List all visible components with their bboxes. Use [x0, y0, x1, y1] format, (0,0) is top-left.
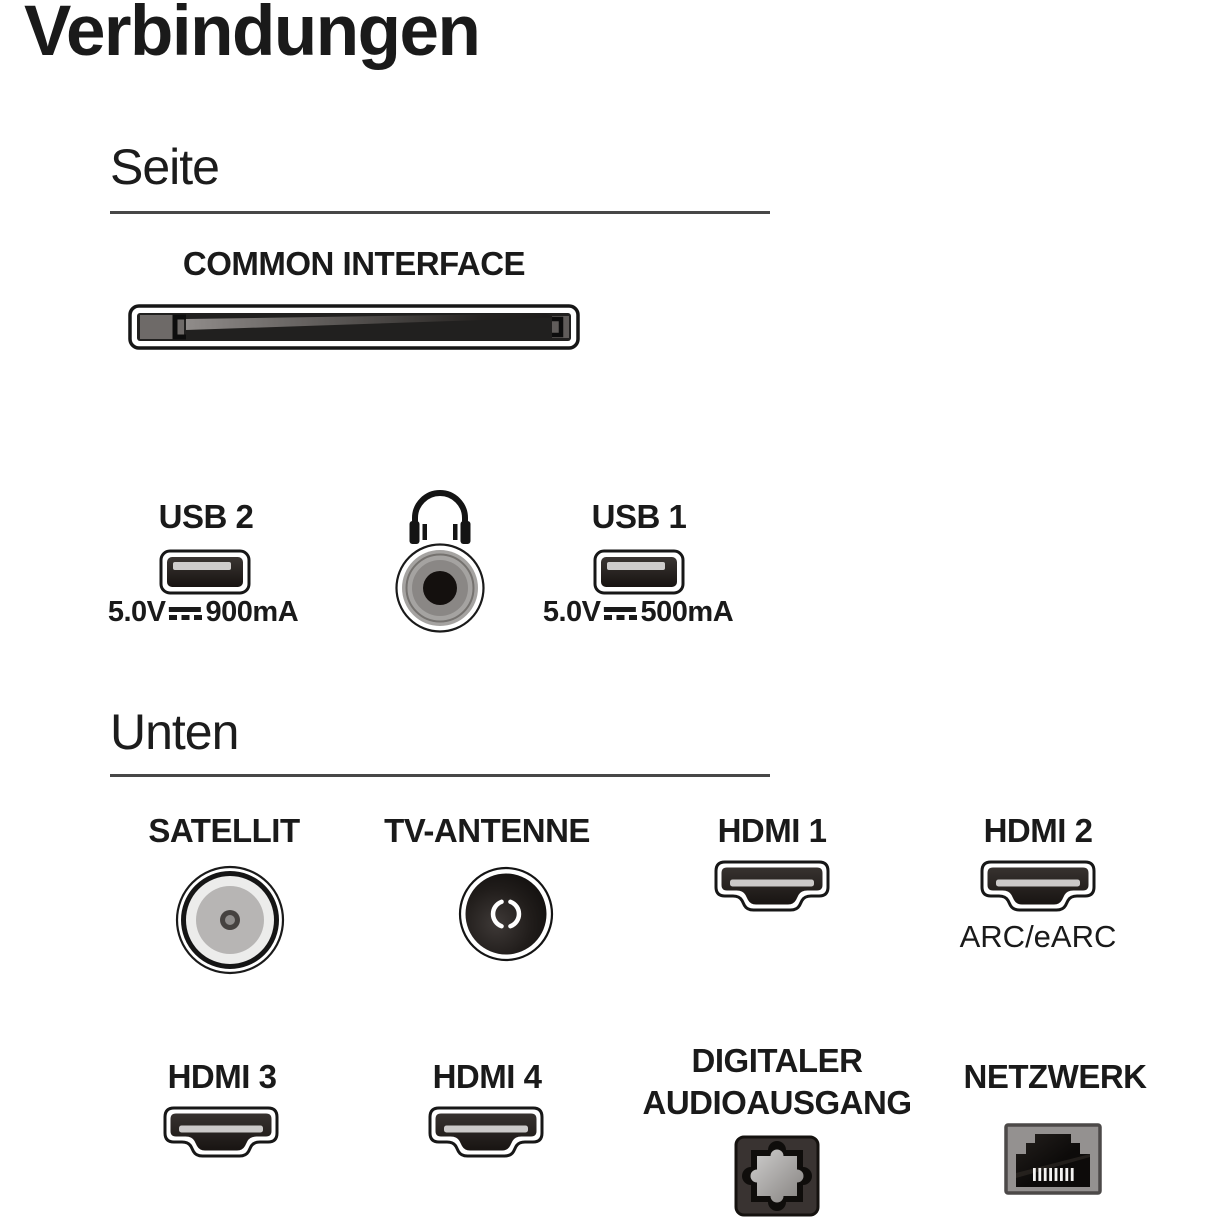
headphones-icon — [408, 488, 472, 546]
common-interface-label: COMMON INTERFACE — [182, 245, 526, 282]
usb2-label: USB 2 — [158, 498, 254, 535]
usb1-current: 500mA — [640, 596, 734, 628]
satellit-label: SATELLIT — [148, 812, 300, 849]
section-heading-bottom: Unten — [110, 704, 239, 760]
digital-audio-label-line2: AUDIOAUSGANG — [642, 1084, 912, 1121]
usb1-voltage: 5.0V — [542, 596, 601, 628]
dc-power-icon — [603, 604, 638, 622]
hdmi-port-icon — [980, 860, 1096, 916]
usb1-power-rating: 5.0V 500mA — [542, 596, 734, 628]
dc-power-icon — [168, 604, 203, 622]
hdmi4-label: HDMI 4 — [432, 1058, 542, 1095]
usb2-power-rating: 5.0V 900mA — [107, 596, 299, 628]
hdmi-port-icon — [163, 1106, 279, 1162]
usb2-current: 900mA — [205, 596, 299, 628]
tv-antenne-label: TV-ANTENNE — [384, 812, 590, 849]
antenna-connector-icon — [457, 865, 555, 963]
hdmi1-label: HDMI 1 — [717, 812, 827, 849]
page-title: Verbindungen — [24, 0, 481, 71]
common-interface-slot-icon — [128, 304, 580, 350]
section-divider-bottom — [110, 774, 770, 777]
hdmi-port-icon — [428, 1106, 544, 1162]
optical-audio-port-icon — [734, 1135, 820, 1217]
headphone-jack-icon — [394, 542, 486, 634]
usb2-voltage: 5.0V — [107, 596, 166, 628]
netzwerk-label: NETZWERK — [963, 1058, 1147, 1095]
usb1-label: USB 1 — [591, 498, 687, 535]
section-divider-side — [110, 211, 770, 214]
hdmi-port-icon — [714, 860, 830, 916]
hdmi2-arc-label: ARC/eARC — [959, 919, 1117, 954]
satellite-connector-icon — [174, 864, 286, 976]
digital-audio-label-line1: DIGITALER — [691, 1042, 863, 1079]
ethernet-port-icon — [1004, 1123, 1102, 1195]
hdmi2-label: HDMI 2 — [983, 812, 1093, 849]
section-heading-side: Seite — [110, 139, 220, 195]
hdmi3-label: HDMI 3 — [167, 1058, 277, 1095]
usb-port-icon — [159, 549, 251, 595]
usb-port-icon — [593, 549, 685, 595]
